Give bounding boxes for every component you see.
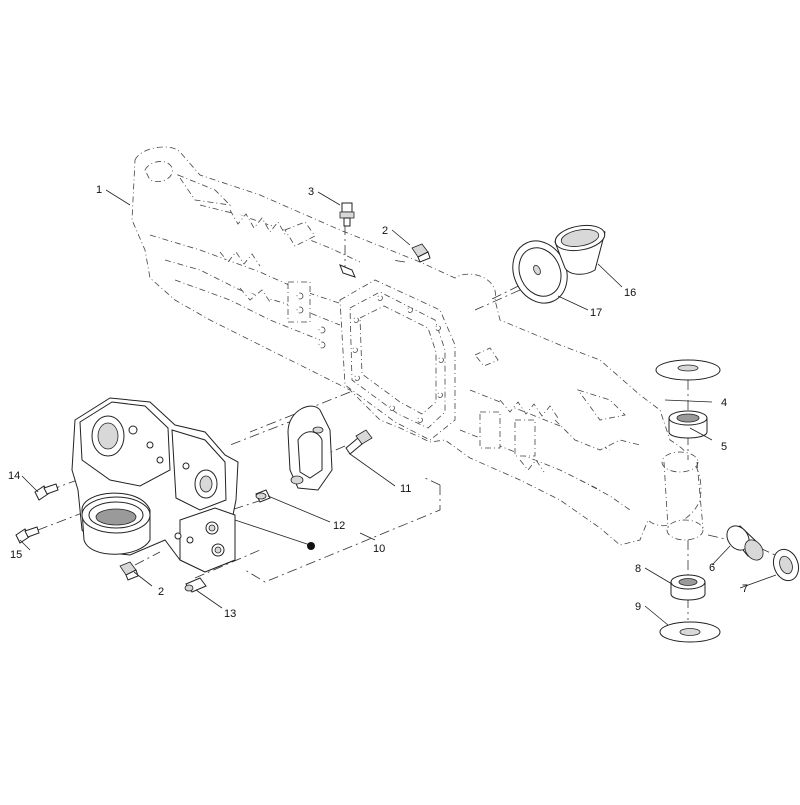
callout-14: 14 [8, 470, 20, 482]
callout-4: 4 [721, 397, 727, 409]
side-seal [772, 548, 800, 582]
callout-2-lower: 2 [158, 586, 164, 598]
side-bushing [726, 525, 764, 561]
kingpin-bushing-upper [668, 410, 708, 439]
callout-1: 1 [96, 184, 102, 196]
callout-12: 12 [333, 520, 345, 532]
callout-6: 6 [709, 562, 715, 574]
callout-16: 16 [624, 287, 636, 299]
bolt-15 [15, 526, 40, 544]
steering-knuckle [71, 397, 239, 573]
seal-ring [512, 240, 568, 304]
thrust-washer-upper [655, 359, 721, 381]
drain-plug-upper [411, 243, 431, 263]
breather-fitting [339, 202, 356, 278]
callout-3: 3 [308, 186, 314, 198]
callout-11: 11 [400, 483, 411, 495]
kit-group-bracket [244, 477, 441, 583]
bushing-sleeve [554, 224, 606, 275]
thrust-washer-lower [659, 621, 721, 643]
dowel-pin-12 [255, 489, 271, 503]
axle-housing [131, 146, 704, 546]
dowel-pin-13 [184, 577, 207, 593]
callout-17: 17 [590, 307, 602, 319]
callout-labels: 1 2 3 4 5 6 7 8 9 10 11 12 13 14 15 2 16… [8, 184, 748, 620]
callout-9: 9 [635, 601, 641, 613]
callout-13: 13 [224, 608, 236, 620]
callout-8: 8 [635, 563, 641, 575]
kingpin-bushing-lower [670, 574, 706, 601]
clamp-bolt [345, 429, 373, 455]
callout-5: 5 [721, 441, 727, 453]
bearing-cap [287, 405, 333, 491]
callout-10: 10 [373, 543, 385, 555]
bolt-14 [34, 483, 59, 501]
leader-lines [19, 189, 777, 626]
callout-7: 7 [742, 583, 748, 595]
callout-15: 15 [10, 549, 22, 561]
callout-dot [307, 542, 315, 550]
callout-2-upper: 2 [382, 225, 388, 237]
